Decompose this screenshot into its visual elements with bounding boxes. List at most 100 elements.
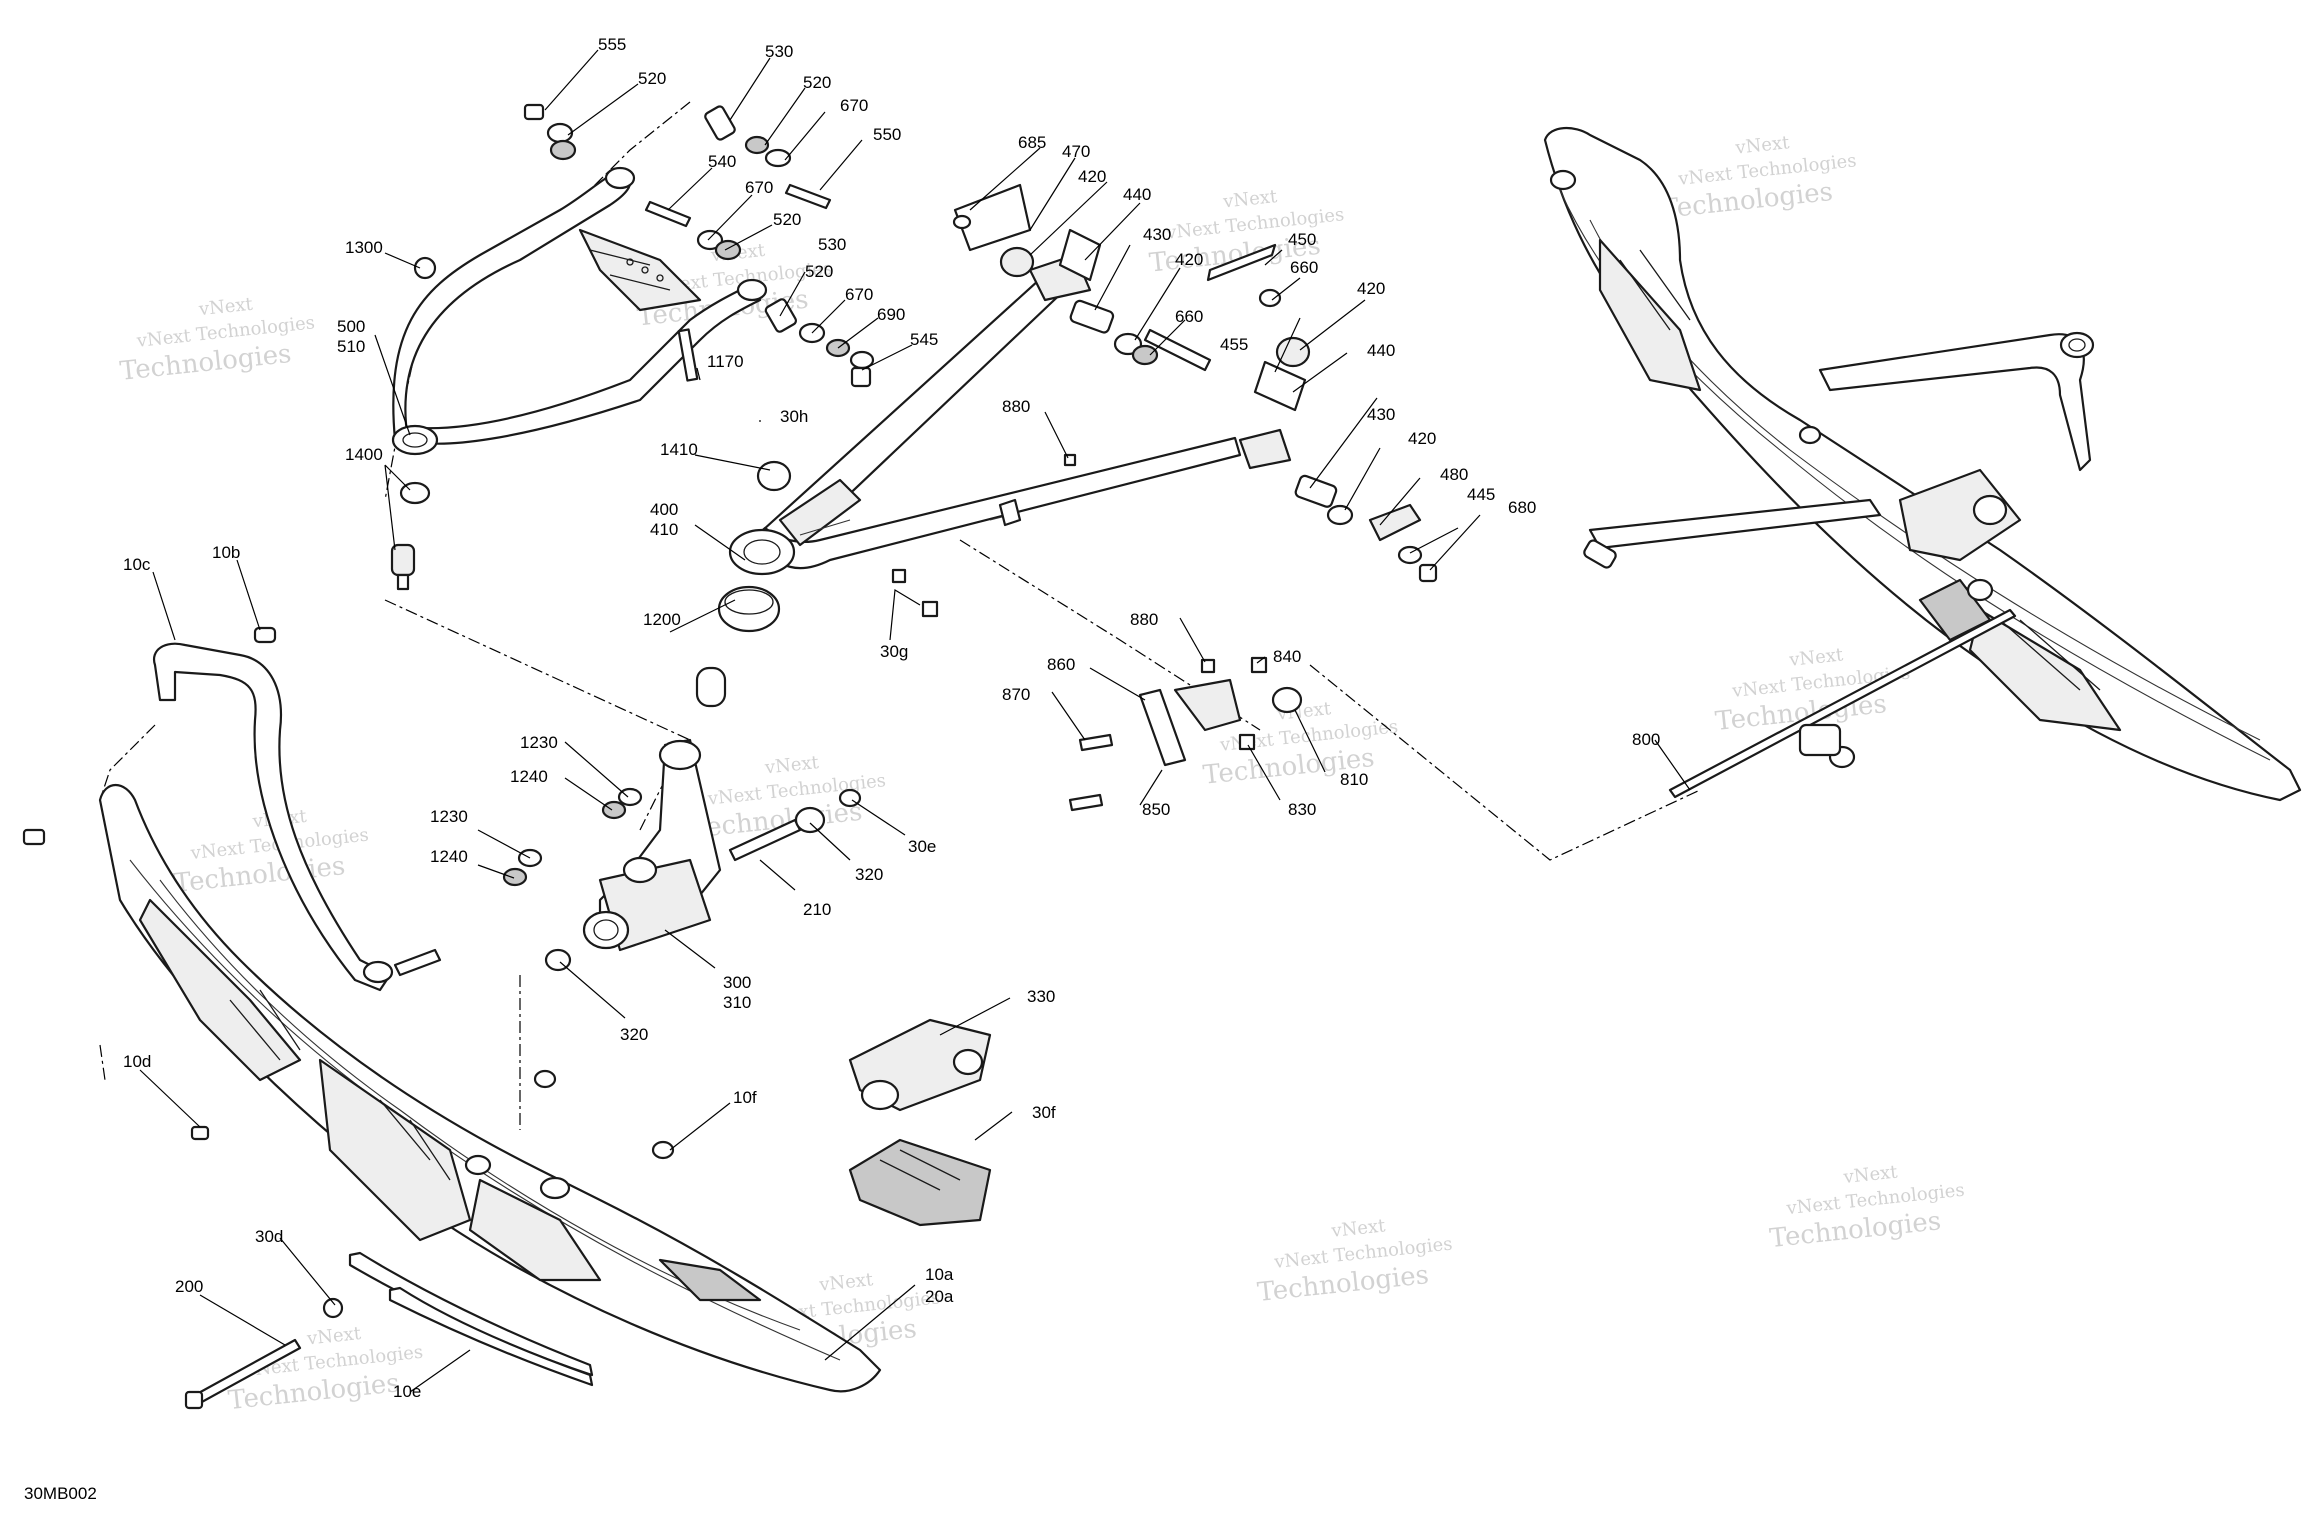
callout-1230: 1230 <box>520 733 558 752</box>
callout-10f: 10f <box>733 1088 757 1107</box>
assembly-lines <box>99 101 1701 1130</box>
callout-540: 540 <box>708 152 736 171</box>
callout-310: 310 <box>723 993 751 1012</box>
callout-20a: 20a <box>925 1287 954 1306</box>
callout-500: 500 <box>337 317 365 336</box>
callout-420: 420 <box>1408 429 1436 448</box>
callout-830: 830 <box>1288 800 1316 819</box>
callout-430: 430 <box>1367 405 1395 424</box>
figure-id: 30MB002 <box>24 1484 97 1503</box>
callout-1410: 1410 <box>660 440 698 459</box>
callout-420: 420 <box>1175 250 1203 269</box>
callout-660: 660 <box>1290 258 1318 277</box>
watermark: vNext vNext Technologies Technologies <box>1768 1161 1965 1254</box>
callout-520: 520 <box>803 73 831 92</box>
svg-text:vNext: vNext <box>1221 186 1279 213</box>
callout-1240: 1240 <box>510 767 548 786</box>
watermark: vNext vNext Technologies Technologies <box>118 294 315 387</box>
callout-labels: 555 520 530 520 670 550 540 670 520 530 … <box>123 35 1660 1401</box>
callout-520: 520 <box>638 69 666 88</box>
callout-550: 550 <box>873 125 901 144</box>
wear-bar <box>184 1251 594 1410</box>
watermark: vNext vNext Technologies Technologies <box>1148 186 1345 279</box>
callout-810: 810 <box>1340 770 1368 789</box>
callout-660: 660 <box>1175 307 1203 326</box>
callout-30e: 30e <box>908 837 936 856</box>
callout-1240: 1240 <box>430 847 468 866</box>
svg-text:vNext: vNext <box>1733 132 1791 159</box>
callout-520: 520 <box>805 262 833 281</box>
svg-text:vNext: vNext <box>1329 1215 1387 1242</box>
upper-a-arm <box>391 166 768 456</box>
callout-530: 530 <box>765 42 793 61</box>
callout-300: 300 <box>723 973 751 992</box>
callout-690: 690 <box>877 305 905 324</box>
callout-680: 680 <box>1508 498 1536 517</box>
callout-685: 685 <box>1018 133 1046 152</box>
callout-200: 200 <box>175 1277 203 1296</box>
callout-520: 520 <box>773 210 801 229</box>
svg-text:vNext: vNext <box>817 1269 875 1296</box>
steering-bracket <box>1068 656 1303 812</box>
callout-670: 670 <box>840 96 868 115</box>
callout-10d: 10d <box>123 1052 151 1071</box>
callout-880: 880 <box>1130 610 1158 629</box>
callout-1400: 1400 <box>345 445 383 464</box>
callout-860: 860 <box>1047 655 1075 674</box>
callout-670: 670 <box>745 178 773 197</box>
callout-555: 555 <box>598 35 626 54</box>
svg-text:vNext: vNext <box>305 1323 363 1350</box>
callout-320: 320 <box>620 1025 648 1044</box>
callout-510: 510 <box>337 337 365 356</box>
callout-210: 210 <box>803 900 831 919</box>
callout-530: 530 <box>818 235 846 254</box>
callout-30d: 30d <box>255 1227 283 1246</box>
callout-30h: 30h <box>780 407 808 426</box>
main-ski <box>98 783 882 1393</box>
callout-30g: 30g <box>880 642 908 661</box>
callout-410: 410 <box>650 520 678 539</box>
callout-10c: 10c <box>123 555 151 574</box>
lower-a-arm <box>728 253 1292 576</box>
callout-445: 445 <box>1467 485 1495 504</box>
ski-blocks <box>848 1018 992 1227</box>
callout-30f: 30f <box>1032 1103 1056 1122</box>
callout-330: 330 <box>1027 987 1055 1006</box>
callout-430: 430 <box>1143 225 1171 244</box>
callout-10a: 10a <box>925 1265 954 1284</box>
callout-420: 420 <box>1078 167 1106 186</box>
watermark: vNext vNext Technologies Technologies <box>1256 1215 1453 1308</box>
leader-lines <box>139 49 1691 1393</box>
callout-440: 440 <box>1123 185 1151 204</box>
callout-840: 840 <box>1273 647 1301 666</box>
svg-text:vNext: vNext <box>1842 1161 1900 1188</box>
callout-1300: 1300 <box>345 238 383 257</box>
callout-455: 455 <box>1220 335 1248 354</box>
callout-800: 800 <box>1632 730 1660 749</box>
callout-850: 850 <box>1142 800 1170 819</box>
svg-text:vNext: vNext <box>1787 644 1845 671</box>
callout-320: 320 <box>855 865 883 884</box>
callout-1200: 1200 <box>643 610 681 629</box>
callout-450: 450 <box>1288 230 1316 249</box>
callout-1170: 1170 <box>707 352 744 371</box>
callout-670: 670 <box>845 285 873 304</box>
upper-right-hardware <box>952 183 1438 583</box>
callout-400: 400 <box>650 500 678 519</box>
ski-leg <box>22 626 442 1141</box>
callout-10b: 10b <box>212 543 240 562</box>
callout-440: 440 <box>1367 341 1395 360</box>
callout-1230: 1230 <box>430 807 468 826</box>
callout-470: 470 <box>1062 142 1090 161</box>
svg-text:vNext: vNext <box>197 294 255 321</box>
callout-545: 545 <box>910 330 938 349</box>
spindle <box>502 738 862 972</box>
assembled-view <box>1543 127 2302 802</box>
callout-420: 420 <box>1357 279 1385 298</box>
callout-10e: 10e <box>393 1382 421 1401</box>
callout-880: 880 <box>1002 397 1030 416</box>
svg-text:vNext: vNext <box>763 752 821 779</box>
callout-480: 480 <box>1440 465 1468 484</box>
watermark: vNext vNext Technologies Technologies <box>1660 132 1857 225</box>
